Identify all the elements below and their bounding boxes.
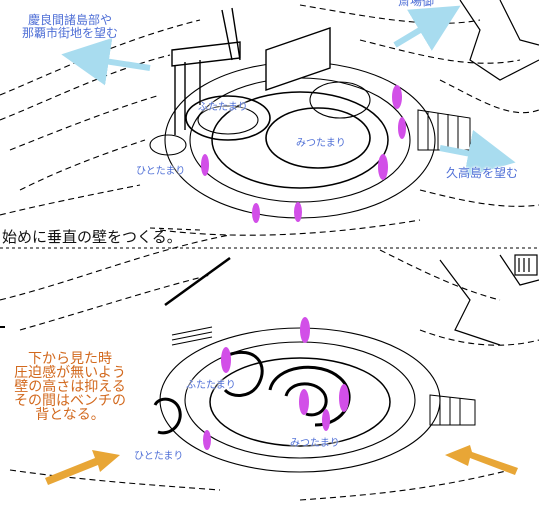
pool-label-mitsutamari: みつたまり — [296, 138, 346, 149]
pool-label-futatamari-bottom: ふたたまり — [186, 380, 236, 391]
design-note: 下から見た時 圧迫感が無いよう 壁の高さは抑える その間はベンチの 背となる。 — [14, 351, 126, 423]
bottom-contours — [0, 234, 539, 501]
bench-hatching — [171, 326, 213, 346]
pool-label-futatamari: ふたたまり — [198, 102, 248, 113]
top-panel-drawing — [0, 0, 539, 236]
view-arrows-top — [61, 5, 516, 178]
markers-top — [201, 85, 406, 223]
stairs-right-bottom — [429, 394, 476, 426]
arrow-left-view — [61, 37, 151, 86]
top-contours — [0, 4, 539, 236]
view-label-top-right: 斎場御 — [398, 0, 435, 8]
arrow-topright-view — [393, 5, 461, 51]
approach-arrows — [45, 445, 518, 485]
arrow-approach-right — [445, 445, 518, 475]
stairs-right — [417, 109, 471, 151]
futatamari-pool — [185, 95, 271, 141]
arrow-approach-left — [45, 450, 120, 485]
caption-step-1: 始めに垂直の壁をつくる。 — [2, 228, 182, 246]
mitsutamari-pool — [265, 107, 371, 169]
rock-sketch-bottom — [439, 254, 539, 346]
view-label-east: 久高島を望む — [446, 166, 519, 180]
hitotamari-pool — [149, 134, 187, 156]
markers-bottom — [203, 317, 349, 450]
view-label-west: 慶良間諸島部や 那覇市街地を望む — [22, 13, 119, 40]
curved-walls — [153, 350, 351, 435]
pool-label-hitotamari-bottom: ひとたまり — [134, 451, 184, 462]
arrow-right-view — [439, 129, 516, 178]
pool-label-mitsutamari-bottom: みつたまり — [290, 438, 340, 449]
bottom-panel-drawing — [0, 234, 539, 501]
pool-label-hitotamari: ひとたまり — [136, 166, 186, 177]
inner-ring — [211, 91, 389, 189]
vertical-wall — [171, 7, 331, 135]
rock-sketch-top — [459, 0, 539, 81]
